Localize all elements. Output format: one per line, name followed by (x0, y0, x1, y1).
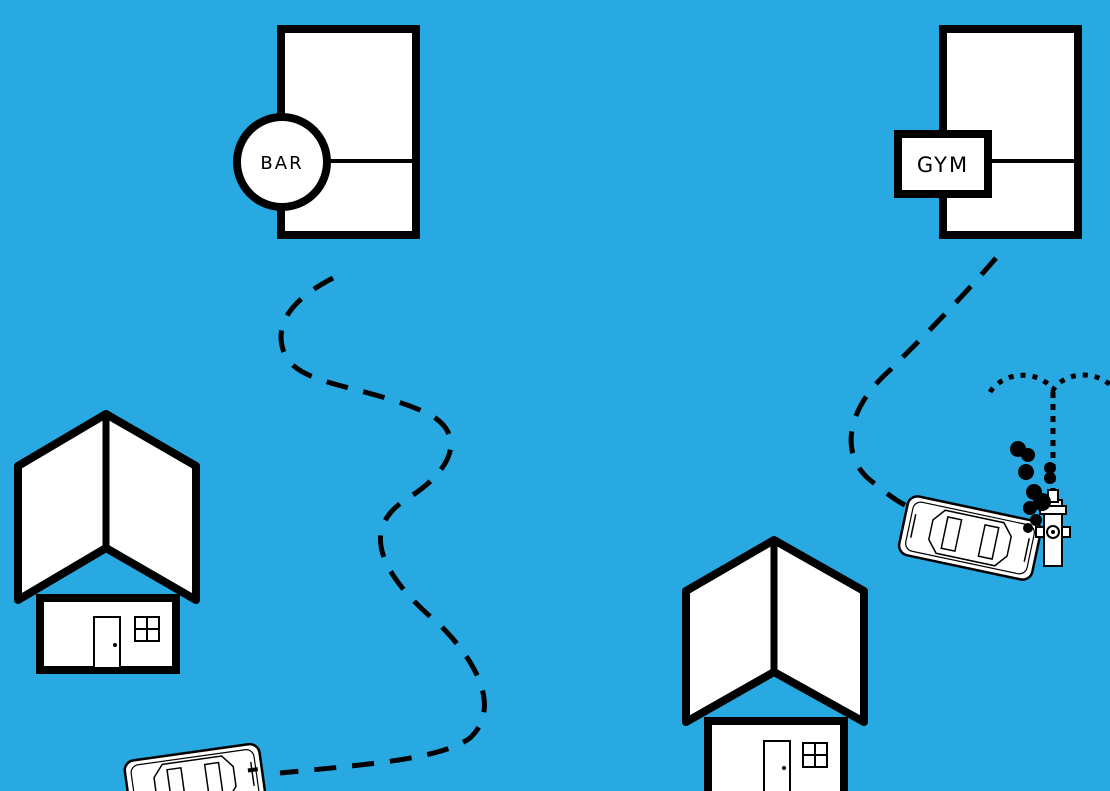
gym-sign: GYM (898, 134, 988, 194)
house-left-window (135, 617, 159, 641)
gym-sign-label: GYM (917, 153, 969, 177)
house-right-door-knob (782, 766, 786, 770)
house-right-window (803, 743, 827, 767)
bar-sign-label: BAR (260, 153, 303, 174)
house-left-door (94, 617, 120, 668)
bar-sign: BAR (237, 117, 327, 207)
house-right-door (764, 741, 790, 791)
house-left-door-knob (113, 643, 117, 647)
house-left (18, 414, 196, 670)
house-right (686, 540, 864, 791)
